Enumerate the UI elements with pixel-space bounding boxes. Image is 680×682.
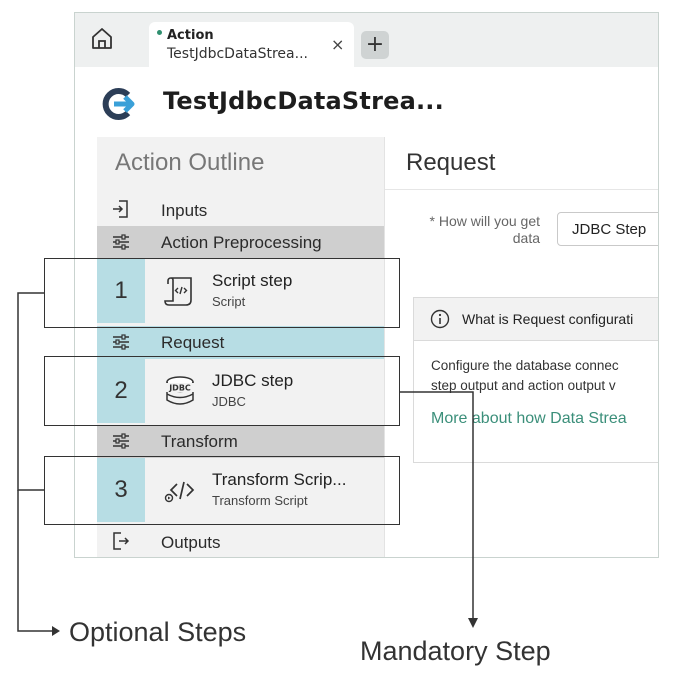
step-subtitle: JDBC [212,394,246,409]
step-number-cell: 2 [97,359,145,423]
home-icon[interactable] [89,25,115,51]
step-number: 2 [114,377,128,404]
tab-title: TestJdbcDataStrea... [167,46,308,62]
info-text-line: step output and action output v [431,378,616,393]
section-label: Transform [161,432,238,451]
close-icon[interactable]: × [331,35,345,54]
step-number-cell: 1 [97,259,145,323]
tab-bar: Action TestJdbcDataStrea... × + [75,13,658,67]
mandatory-step-annotation: Mandatory Step [360,636,551,666]
mandatory-step-callout [44,356,400,426]
request-panel: Request * How will you get data JDBC Ste… [384,137,658,557]
section-label: Action Preprocessing [161,233,322,252]
section-label: Request [161,333,225,352]
transform-code-icon [164,481,195,503]
step-title: Transform Scrip... [212,470,347,489]
unsaved-dot [157,30,162,35]
svg-text:JDBC: JDBC [168,384,191,393]
sidebar-item-outputs[interactable]: Outputs [97,525,384,557]
script-scroll-icon [164,277,192,306]
info-text: Configure the database connec step outpu… [431,356,619,396]
section-transform[interactable]: Transform [97,425,384,458]
data-source-select[interactable]: JDBC Step [557,212,658,246]
tab-action[interactable]: Action TestJdbcDataStrea... × [149,22,354,67]
sliders-icon [113,334,129,350]
panel-title: Request [406,149,496,176]
sidebar-item-inputs[interactable]: Inputs [97,193,384,226]
sliders-icon [113,234,129,250]
sidebar-item-label: Inputs [161,201,208,220]
section-action-preprocessing[interactable]: Action Preprocessing [97,226,384,259]
info-heading: What is Request configurati [462,311,634,327]
info-panel: What is Request configurati Configure th… [413,297,658,463]
sliders-icon [113,433,129,449]
step-title: Script step [212,271,293,290]
output-icon [113,532,130,550]
step-number-cell: 3 [97,458,145,522]
section-request[interactable]: Request [97,326,384,359]
jdbc-database-icon: JDBC [165,376,195,405]
datastream-logo-icon [102,88,135,120]
page-title: TestJdbcDataStrea... [163,87,444,115]
step-number: 3 [114,476,128,503]
panel-header: Request [385,137,658,190]
step-number: 1 [114,277,128,304]
step-item-script[interactable]: 1 Script step Script [97,259,384,323]
data-source-label: * How will you get data [429,213,541,246]
new-tab-button[interactable]: + [361,31,389,59]
page-header: TestJdbcDataStrea... [75,67,658,137]
info-text-line: Configure the database connec [431,358,619,373]
input-icon [113,200,128,218]
sidebar-item-label: Outputs [161,533,221,552]
info-icon [430,309,450,329]
step-subtitle: Transform Script [212,493,308,508]
optional-step-callout-2 [44,456,400,525]
step-item-jdbc[interactable]: 2 JDBC JDBC step JDBC [97,359,384,423]
screenshot-frame: Action TestJdbcDataStrea... × + TestJdbc… [74,12,659,558]
step-title: JDBC step [212,371,294,390]
step-subtitle: Script [212,294,246,309]
optional-step-callout-1 [44,258,400,328]
learn-more-link[interactable]: More about how Data Strea [431,410,627,427]
tab-kind-label: Action [167,28,214,43]
action-outline-sidebar: Action Outline Inputs Action Preprocessi… [97,137,384,557]
step-item-transform-script[interactable]: 3 Transform Scrip... Transform Script [97,458,384,522]
optional-steps-annotation: Optional Steps [69,617,247,647]
select-value: JDBC Step [572,221,647,238]
outline-title: Action Outline [115,149,265,176]
info-panel-header[interactable]: What is Request configurati [414,298,658,341]
